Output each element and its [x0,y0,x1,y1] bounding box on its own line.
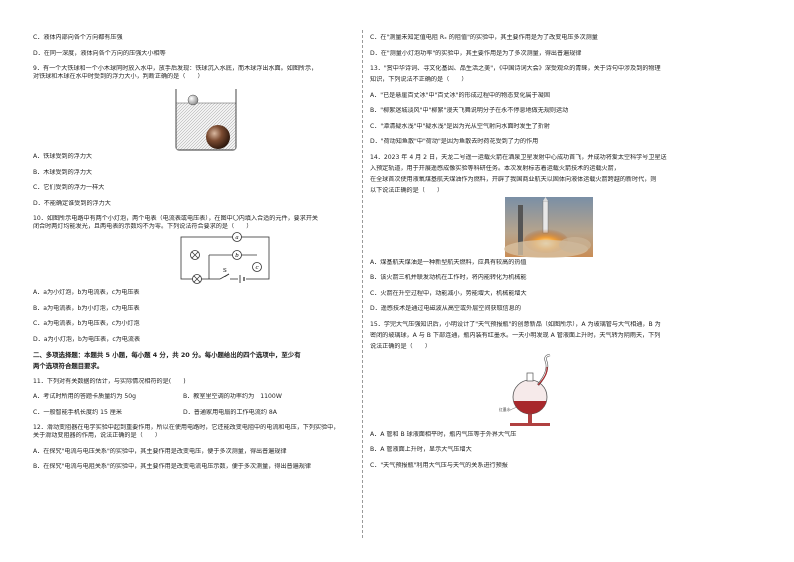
q12-option-c: C．在"测量未知定值电阻 Rₓ 的阻值"的实验中，其主要作用是为了改变电压多次测… [370,34,598,41]
wooden-ball [187,94,199,106]
q13-option-c: C．"潭清疑水浅"中"疑水浅"是因为光从空气射向水面时发生了折射 [370,122,550,130]
q10-option-d: D．a为小灯泡，b为电压表，c为电流表 [33,335,141,343]
q12-stem-line2: 关于滑动变阻器的作用，说法正确的是（ ） [33,432,161,439]
q9-option-a: A．铁球受到的浮力大 [33,153,93,160]
meter-a-label: a [235,235,238,241]
q14-stem-line2: 入预定轨道，用于开展遥感成像实验等科研任务。本次发射标志着运载火箭技术的运载火箭… [370,164,620,172]
q10-option-c: C．a为电流表，b为电压表，c为小灯泡 [33,320,140,327]
q11-option-c: C．一般智能手机长度约 15 厘米 [33,408,123,416]
q10-option-a: A．a为小灯泡，b为电流表，c为电压表 [33,289,140,296]
q9-option-c: C．它们受到的浮力一样大 [33,184,105,191]
q15-option-c: C．"天气预报瓶"利用大气压与天气的关系进行预报 [370,461,508,469]
section-two-heading-line2: 两个选项符合题目要求。 [33,362,104,370]
column-divider [362,30,363,538]
q13-stem-line1: 13．"赏中华诗词、寻文化基因、品生活之美"，《中国诗词大会》深受观众的青睐，关… [370,65,661,72]
q11-option-b: B．教室里空调的功率约为 1100W [183,393,282,400]
q9-stem-line1: 9．有一个大铁球和一个小木球同时放入水中，放手后发现：铁球沉入水底，而木球浮出水… [33,65,318,72]
q13-option-d: D．"荷动知鱼散"中"荷动"是因为鱼散去时荷花受到了力的作用 [370,138,539,145]
q12-option-a: A．在探究"电流与电压关系"的实验中，其主要作用是改变电压，便于多次测量，得出普… [33,447,287,455]
q15-weather-bottle-figure: 红墨水 [370,351,762,431]
q9-beaker-figure [33,81,358,153]
red-ink-label: 红墨水 [499,407,511,412]
q10-option-b: B．a为电流表，b为小灯泡，c为电压表 [33,304,140,312]
right-column: C．在"测量未知定值电阻 Rₓ 的阻值"的实验中，其主要作用是为了改变电压多次测… [370,34,762,470]
section-two-heading-line1: 二、多项选择题：本题共 5 小题，每小题 4 分，共 20 分。每小题给出的四个… [33,351,301,359]
q14-stem-line4: 以下说法正确的是（ ） [370,186,444,194]
q8-option-c: C．液体内部向各个方向都有压强 [33,34,123,41]
q15-stem-line3: 说法正确的是（ ） [370,342,431,350]
meter-b-label: b [235,253,239,259]
iron-ball [206,125,230,149]
q9-stem-line2: 对铁球和木球在水中时受到的浮力大小，判断正确的是（ ） [33,73,204,80]
q9-option-d: D．不能确定谁受到的浮力大 [33,199,111,207]
q12-option-b: B．在探究"电流与电阻关系"的实验中，其主要作用是改变电流电压示数，便于多次测量… [33,463,311,470]
q13-option-a: A．"已是悬崖百丈冰"中"百丈冰"的形成过程中的物态变化属于凝固 [370,91,550,99]
q14-stem-line3: 在全球首次使用液氧煤基航天煤油作为燃料，开辟了我国商业航天以固体向液体运载火箭跨… [370,175,657,183]
left-column: C．液体内部向各个方向都有压强 D．在同一深度，液体向各个方向的压强大小相等 9… [33,34,358,471]
q11-option-a: A．考试时所用的答题卡质量约为 50g [33,393,137,400]
q12-option-d: D．在"测量小灯泡功率"的实验中，其主要作用是为了多次测量，得出普遍规律 [370,49,582,57]
q10-stem-line2: 闭合时两灯均能发光，且两电表的示数均不为零。下列说法符合要求的是（ ） [33,223,253,230]
q14-rocket-photo [370,196,762,259]
q14-option-c: C．火箭在升空过程中，动能减小，势能增大，机械能增大 [370,289,527,297]
q11-options-cd: C．一般智能手机长度约 15 厘米 D．普通家用电扇的工作电流约 8A [33,409,358,417]
q11-stem: 11．下列对有关数据的估计，与实际情况相符的是( ) [33,377,186,385]
switch-label: S [223,268,227,274]
q11-option-d: D．普通家用电扇的工作电流约 8A [183,408,277,416]
q10-stem-line1: 10．如图所示电路中有两个小灯泡，两个电表（电流表或电压表），在图中〇内填入合适… [33,215,319,222]
q9-option-b: B．木球受到的浮力大 [33,168,93,176]
q13-option-b: B．"柳絮迷城淡风"中"柳絮"漫天飞舞说明分子在永不停息地做无规则运动 [370,107,569,114]
q14-option-b: B．该火箭三机并联发动机在工作时，将内能转化为机械能 [370,274,527,281]
q15-option-b: B．A 管液面上升时，显示大气压增大 [370,446,472,453]
q12-stem-line1: 12．滑动变阻器在电学实验中起到重要作用，所以在使用电路时，它还能改变电阻中的电… [33,424,340,431]
q14-stem-line1: 14．2023 年 4 月 2 日，天龙二号遥一运载火箭在酒泉卫星发射中心成功首… [370,153,667,161]
q14-option-a: A．煤基航天煤油是一种新型航天燃料，应具有较高的热值 [370,258,527,266]
q11-options-ab: A．考试时所用的答题卡质量约为 50g B．教室里空调的功率约为 1100W [33,393,358,401]
q13-stem-line2: 知识，下列说法不正确的是（ ） [370,76,468,83]
q14-option-d: D．遥感技术是通过电磁波从高空或外层空间获取信息的 [370,305,521,312]
q15-stem-line1: 15．学完大气压强知识后，小明设计了"天气预报瓶"的创意新品（如图所示），A 为… [370,320,661,328]
meter-c-label: c [255,265,258,271]
q10-circuit-figure: a b c S [33,231,358,289]
q15-option-a: A．A 管和 B 球液面相平时，瓶内气压等于外界大气压 [370,430,517,438]
q8-option-d: D．在同一深度，液体向各个方向的压强大小相等 [33,49,166,57]
q15-stem-line2: 密闭的玻璃球，A 与 B 下部连通，瓶内装有红墨水。一天小明发现 A 管液面上升… [370,331,661,339]
